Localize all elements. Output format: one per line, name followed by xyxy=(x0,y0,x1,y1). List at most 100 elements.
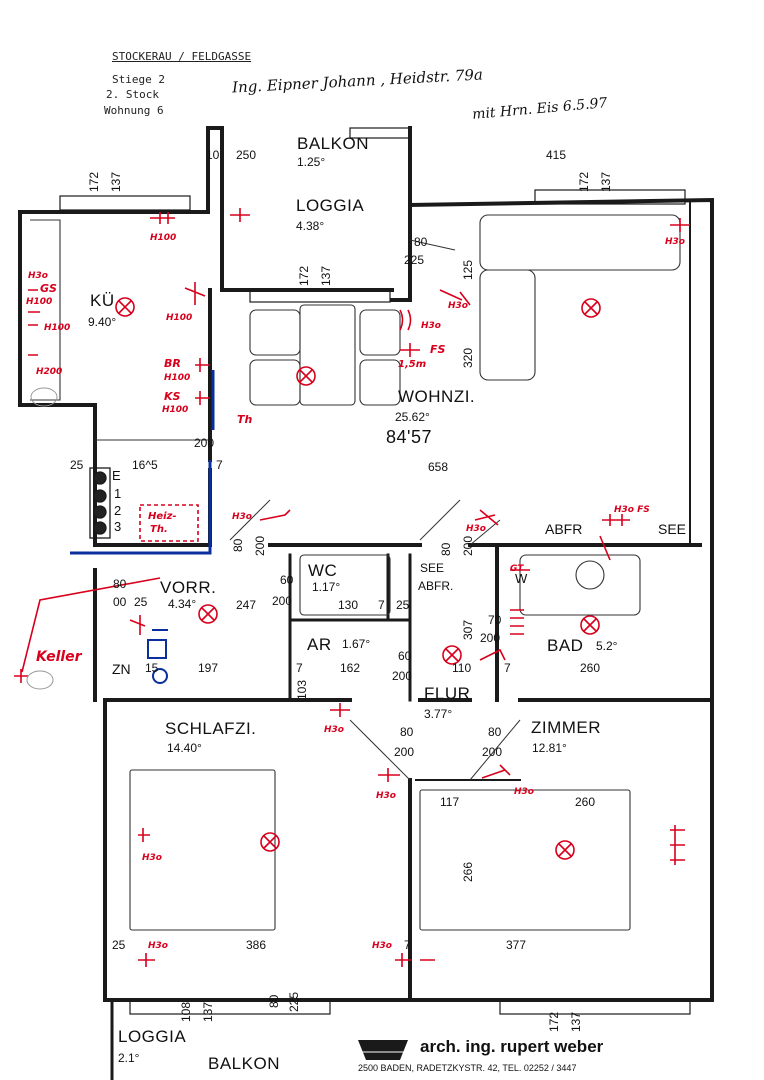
area-loggia-top: 4.38° xyxy=(296,219,325,233)
light-wohnzi-b xyxy=(581,298,601,318)
room-schlafzi: SCHLAFZI. xyxy=(165,719,257,738)
red-note: H3o xyxy=(421,321,441,331)
dim: 320 xyxy=(461,347,475,368)
red-note: H3o FS xyxy=(614,505,650,515)
area-balkon-top: 1.25° xyxy=(297,155,326,169)
dim: 108 xyxy=(179,1001,193,1022)
meter-block xyxy=(89,467,111,539)
light-bad xyxy=(580,615,600,635)
red-note: H3o xyxy=(448,301,468,311)
meter-label: 2 xyxy=(114,503,122,518)
dim: 00 xyxy=(113,595,127,609)
walls xyxy=(18,126,714,1080)
area-wc: 1.17° xyxy=(312,580,341,594)
meter-label: 1 xyxy=(114,486,122,501)
dim: 80 xyxy=(113,577,127,591)
abfr-bath-label: ABFR xyxy=(545,521,583,537)
dim: 200 xyxy=(194,436,215,450)
dim: 70 xyxy=(488,613,502,627)
red-note: GT xyxy=(510,564,524,574)
dim: 162 xyxy=(340,661,361,675)
dim: 137 xyxy=(109,171,123,192)
dim: 25 xyxy=(396,598,410,612)
area-wohnzi-extra: 84'57 xyxy=(386,427,432,447)
room-flur: FLUR xyxy=(424,684,471,703)
dim: 7 xyxy=(296,661,303,675)
light-kueche xyxy=(115,297,135,317)
room-balkon-bottom: BALKON xyxy=(208,1054,280,1073)
dim: 225 xyxy=(287,991,301,1012)
dim: 266 xyxy=(461,861,475,882)
red-note: BR xyxy=(164,357,181,370)
red-note: H3o xyxy=(148,941,168,951)
room-wohnzi: WOHNZI. xyxy=(398,387,476,406)
fusebox-icon xyxy=(147,629,168,684)
firm-logo-icon xyxy=(358,1040,408,1060)
red-note: H100 xyxy=(166,313,193,323)
ceiling-lights xyxy=(14,208,690,967)
area-loggia-bottom: 2.1° xyxy=(118,1051,140,1065)
dim: 103 xyxy=(295,679,309,700)
dim: 80 xyxy=(231,538,245,552)
red-note: H3o xyxy=(232,512,252,522)
dim: 60 xyxy=(398,649,412,663)
dim: 80 xyxy=(414,235,428,249)
keller-label: Keller xyxy=(36,649,82,665)
light-zimmer xyxy=(555,840,575,860)
room-balkon-top: BALKON xyxy=(297,134,369,153)
dim: 137 xyxy=(599,171,613,192)
dim: 200 xyxy=(253,535,267,556)
dim: 80 xyxy=(267,994,281,1008)
dim: 60 xyxy=(280,573,294,587)
red-note: Th xyxy=(237,413,253,426)
dim: 16^5 xyxy=(132,458,158,472)
dim: 250 xyxy=(236,148,257,162)
room-loggia-top: LOGGIA xyxy=(296,196,365,215)
area-schlafzi: 14.40° xyxy=(167,741,202,755)
dim: 260 xyxy=(580,661,601,675)
dim: 137 xyxy=(569,1011,583,1032)
dim: 197 xyxy=(198,661,219,675)
dim: 200 xyxy=(461,535,475,556)
area-wohnzi: 25.62° xyxy=(395,410,430,424)
red-note: KS xyxy=(164,390,181,403)
door-swings xyxy=(229,239,521,781)
meter-label: 3 xyxy=(114,519,122,534)
dim: 415 xyxy=(546,148,567,162)
red-note: H100 xyxy=(26,297,53,307)
see-bath-label: SEE xyxy=(658,521,687,537)
area-kueche: 9.40° xyxy=(88,315,117,329)
dim: 80 xyxy=(439,542,453,556)
dim: 200 xyxy=(392,669,413,683)
stair-label: Stiege 2 xyxy=(112,73,165,86)
address-label: STOCKERAU / FELDGASSE xyxy=(112,50,252,63)
room-wc: WC xyxy=(308,561,338,580)
meter-label: E xyxy=(112,468,121,483)
light-vorr xyxy=(198,604,218,624)
area-vorr: 4.34° xyxy=(168,597,197,611)
red-note: H100 xyxy=(150,233,177,243)
red-note: FS xyxy=(430,343,446,356)
room-zimmer: ZIMMER xyxy=(531,718,602,737)
dim: 307 xyxy=(461,619,475,640)
area-bad: 5.2° xyxy=(596,639,618,653)
dim: 172 xyxy=(87,171,101,192)
dim: 110 xyxy=(452,661,472,675)
dim: 7 xyxy=(216,458,223,472)
dim: 658 xyxy=(428,460,449,474)
dim: 172 xyxy=(577,171,591,192)
red-note: H3o xyxy=(466,524,486,534)
area-flur: 3.77° xyxy=(424,707,453,721)
red-note: H100 xyxy=(164,373,191,383)
washer-label: W xyxy=(515,571,528,586)
dim: 117 xyxy=(440,795,460,809)
dim: 386 xyxy=(246,938,267,952)
red-note: H3o xyxy=(142,853,162,863)
blue-markup xyxy=(70,370,215,684)
dim: 10 xyxy=(206,148,220,162)
room-loggia-bottom: LOGGIA xyxy=(118,1027,187,1046)
dim: 137 xyxy=(201,1001,215,1022)
dim: 7 xyxy=(504,661,511,675)
red-note: GS xyxy=(40,282,57,295)
